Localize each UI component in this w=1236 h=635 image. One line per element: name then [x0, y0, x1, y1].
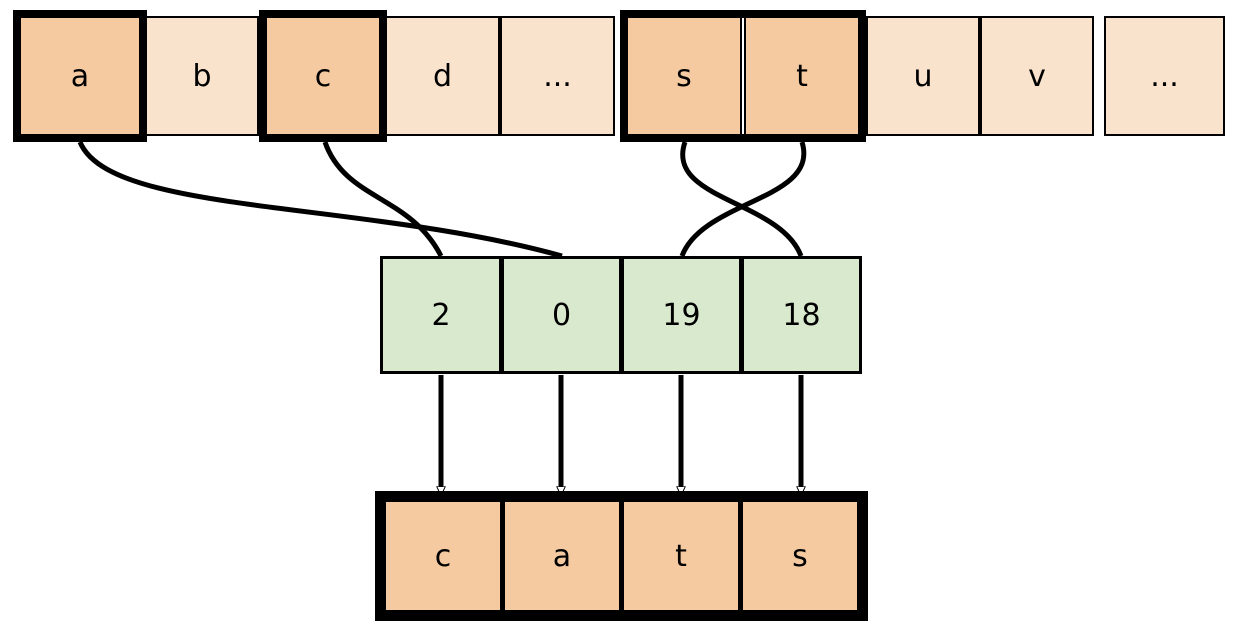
vocab-cell-t[interactable]: t	[744, 16, 860, 136]
index-cell-3[interactable]: 18	[741, 256, 862, 374]
vocab-cell-a[interactable]: a	[19, 16, 141, 136]
vocab-cell-s[interactable]: s	[626, 16, 742, 136]
vocab-cell-v[interactable]: v	[980, 16, 1094, 136]
link-c-to-2	[322, 141, 444, 258]
vocab-cell-ellipsis-1[interactable]: ...	[500, 16, 615, 136]
vocab-cell-c[interactable]: c	[265, 16, 381, 136]
output-cell-1[interactable]: a	[502, 499, 622, 613]
vocab-cell-u[interactable]: u	[866, 16, 980, 136]
link-t-to-19	[679, 141, 807, 257]
vocab-cell-ellipsis-2[interactable]: ...	[1104, 16, 1225, 136]
output-cell-2[interactable]: t	[621, 499, 741, 613]
index-cell-0[interactable]: 2	[380, 256, 502, 374]
output-cell-3[interactable]: s	[740, 499, 860, 613]
link-s-to-18	[680, 141, 804, 257]
output-cell-0[interactable]: c	[383, 499, 503, 613]
vocab-cell-d[interactable]: d	[385, 16, 500, 136]
index-cell-1[interactable]: 0	[501, 256, 622, 374]
vocab-cell-b[interactable]: b	[145, 16, 259, 136]
link-a-to-0	[77, 140, 563, 259]
index-cell-2[interactable]: 19	[621, 256, 742, 374]
